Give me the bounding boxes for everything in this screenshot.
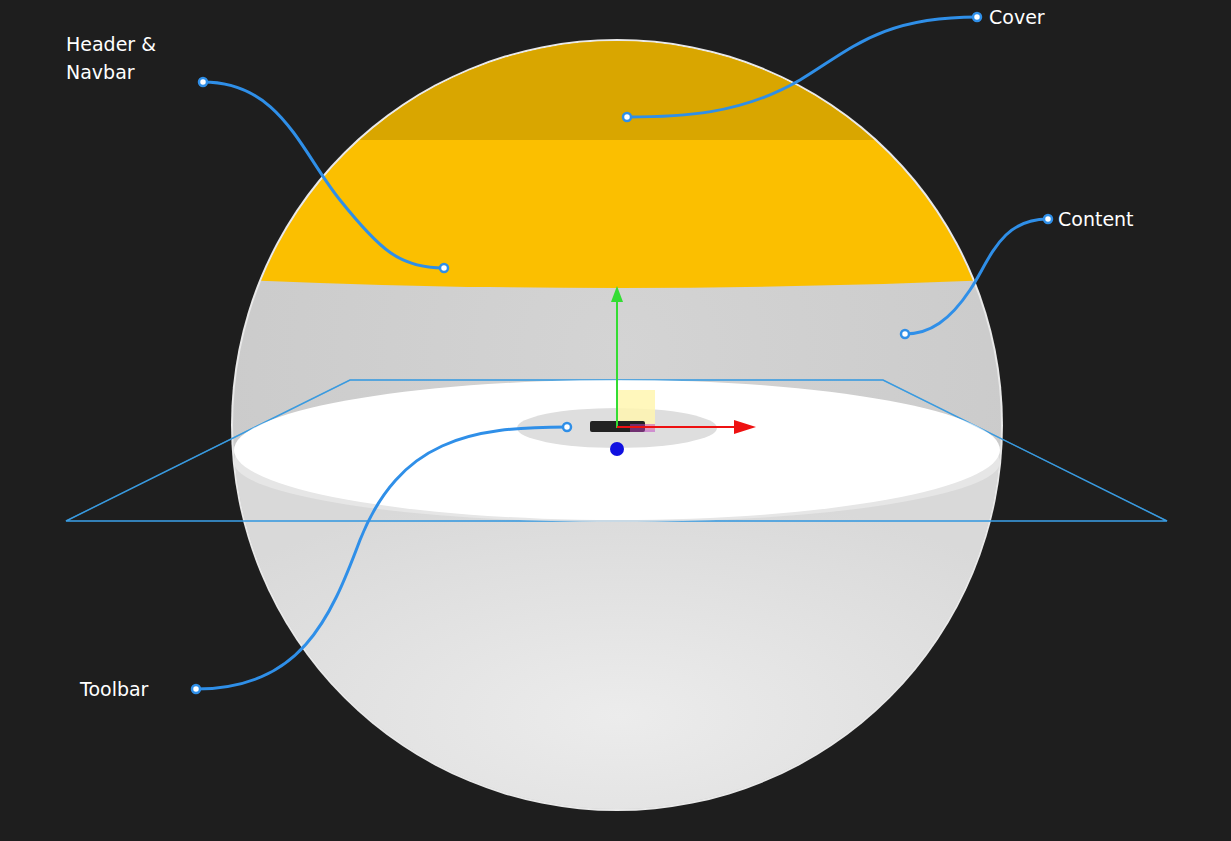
- leader-dots: [192, 13, 1052, 693]
- header-navbar-band: [200, 30, 1040, 288]
- leader-dot: [440, 264, 448, 272]
- leader-dot: [563, 423, 571, 431]
- leader-dot: [199, 78, 207, 86]
- leader-dot: [973, 13, 981, 21]
- y-axis-head: [611, 286, 623, 302]
- z-axis-dot: [610, 442, 624, 456]
- y-axis: [616, 300, 618, 428]
- callout-label: Header & Navbar: [66, 30, 184, 86]
- callout-label: Content: [1058, 205, 1134, 233]
- leader-dot: [623, 113, 631, 121]
- content-band: [200, 30, 1040, 830]
- leader-lines: [196, 17, 1048, 689]
- callout-label: Cover: [989, 3, 1045, 31]
- leader-dot: [192, 685, 200, 693]
- leader-dot: [1044, 215, 1052, 223]
- x-axis-head: [734, 420, 756, 434]
- leader-dot: [901, 330, 909, 338]
- cover-band: [200, 30, 1040, 140]
- leader-line: [196, 427, 567, 689]
- leader-line: [905, 219, 1048, 334]
- x-axis: [617, 426, 735, 428]
- leader-line: [203, 82, 444, 268]
- sphere: [200, 30, 1040, 830]
- leader-line: [627, 17, 977, 117]
- callout-label: Toolbar: [80, 675, 148, 703]
